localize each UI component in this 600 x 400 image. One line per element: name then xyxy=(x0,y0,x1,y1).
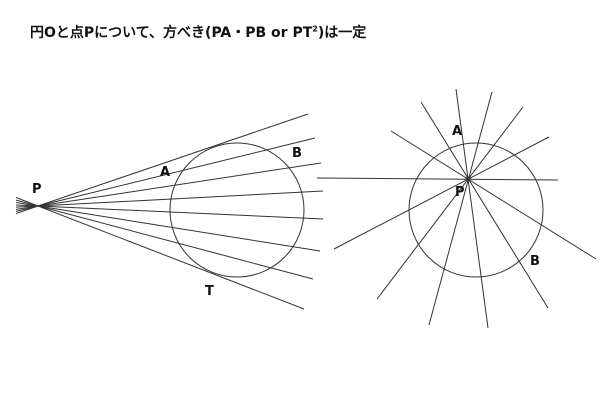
secant-line xyxy=(15,204,324,220)
title-tail: )は一定 xyxy=(317,25,367,41)
page-title: 円Oと点Pについて、方べき(PA・PB or PT2)は一定 xyxy=(30,22,366,42)
chord-line xyxy=(333,136,550,250)
title-superscript: 2 xyxy=(312,24,318,34)
label-left-b: B xyxy=(292,146,302,161)
secant-line xyxy=(15,113,309,214)
chord-line xyxy=(376,106,524,300)
left-circle xyxy=(169,142,305,278)
secant-line xyxy=(15,137,316,212)
chord-line xyxy=(420,101,549,309)
secant-line xyxy=(15,162,322,210)
label-right-a: A xyxy=(452,124,462,139)
label-left-p: P xyxy=(32,182,42,197)
chord-line xyxy=(455,88,489,329)
secant-line xyxy=(15,190,324,208)
title-text: 円Oと点Pについて、方べき(PA・PB or PT xyxy=(30,25,313,41)
chord-line xyxy=(428,91,493,326)
chord-line xyxy=(316,177,559,181)
label-left-a: A xyxy=(160,165,170,180)
label-right-p: P xyxy=(455,185,465,200)
secant-line xyxy=(15,197,305,310)
label-right-b: B xyxy=(530,254,540,269)
right-point-p xyxy=(465,176,471,182)
external-point-figure xyxy=(15,113,324,310)
right-circle xyxy=(408,142,544,278)
secant-line xyxy=(15,201,321,252)
label-left-t: T xyxy=(205,284,214,299)
chord-line xyxy=(390,130,597,260)
secant-line xyxy=(15,199,314,280)
internal-point-figure xyxy=(316,88,597,329)
